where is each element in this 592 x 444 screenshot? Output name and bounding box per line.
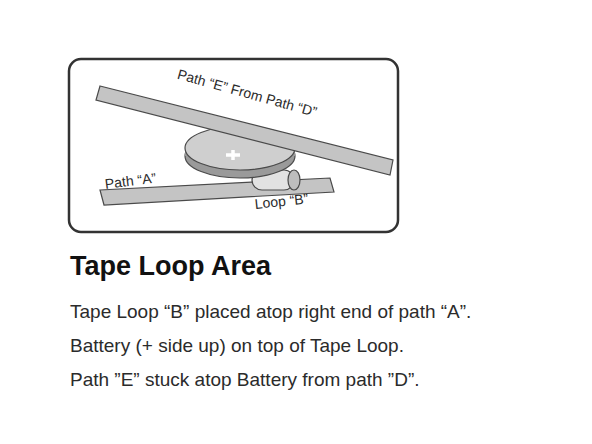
note-line: Tape Loop “B” placed atop right end of p… xyxy=(70,301,471,323)
frame xyxy=(69,59,398,232)
note-line: Battery (+ side up) on top of Tape Loop. xyxy=(70,335,404,357)
note-line: Path ”E” stuck atop Battery from path ”D… xyxy=(70,369,420,391)
title: Tape Loop Area xyxy=(70,251,271,282)
